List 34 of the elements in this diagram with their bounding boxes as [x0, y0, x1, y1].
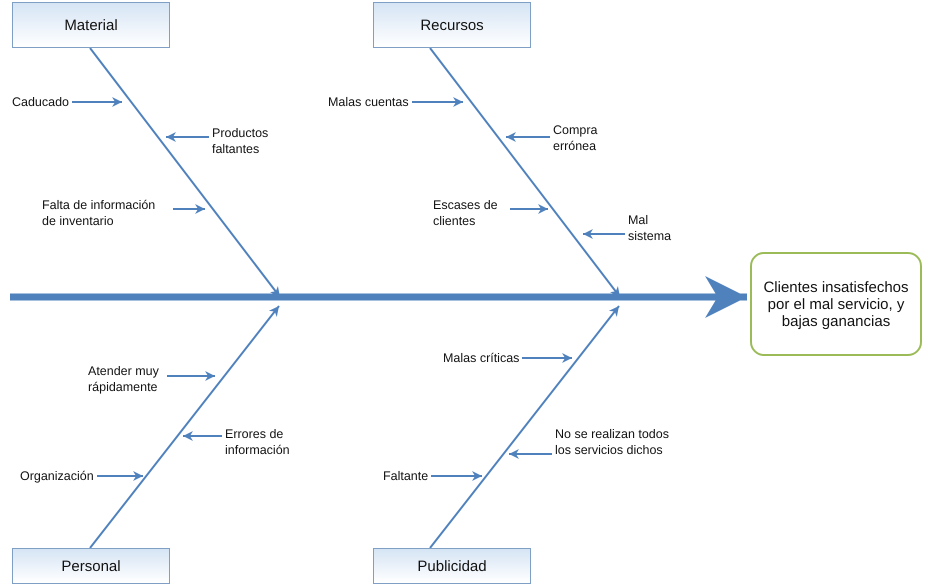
cause-label: Malas cuentas	[328, 94, 409, 110]
arrow	[431, 471, 482, 481]
cause-label: Compra errónea	[553, 122, 623, 154]
cause-label: Mal sistema	[628, 212, 678, 244]
category-box: Publicidad	[373, 548, 531, 584]
cause-label: Atender muy rápidamente	[88, 363, 164, 395]
cause-label: Organización	[20, 468, 94, 484]
spine-arrow	[10, 276, 747, 318]
cause-label: Errores de información	[225, 426, 310, 458]
arrow	[173, 204, 205, 214]
arrow	[167, 371, 215, 381]
arrow	[166, 132, 209, 142]
cause-label: Falta de información de inventario	[42, 197, 170, 229]
arrow	[510, 204, 548, 214]
arrow	[522, 353, 572, 363]
cause-label: Caducado	[12, 94, 69, 110]
arrow	[183, 431, 222, 441]
arrow	[412, 97, 463, 107]
category-box: Recursos	[373, 2, 531, 48]
cause-label: Productos faltantes	[212, 125, 292, 157]
bone-arrow	[429, 305, 620, 549]
category-box: Personal	[12, 548, 170, 584]
cause-label: Escases de clientes	[433, 197, 507, 229]
category-box: Material	[12, 2, 170, 48]
arrow	[506, 132, 550, 142]
arrow	[583, 229, 625, 239]
arrow	[72, 97, 122, 107]
cause-label: Malas críticas	[443, 350, 520, 366]
effect-box: Clientes insatisfechos por el mal servicio, y bajas ganancias	[750, 252, 922, 356]
arrow	[97, 471, 143, 481]
cause-label: Faltante	[383, 468, 428, 484]
arrow	[509, 449, 552, 459]
bone-arrow	[89, 305, 280, 549]
cause-label: No se realizan todos los servicios dichos	[555, 426, 675, 458]
